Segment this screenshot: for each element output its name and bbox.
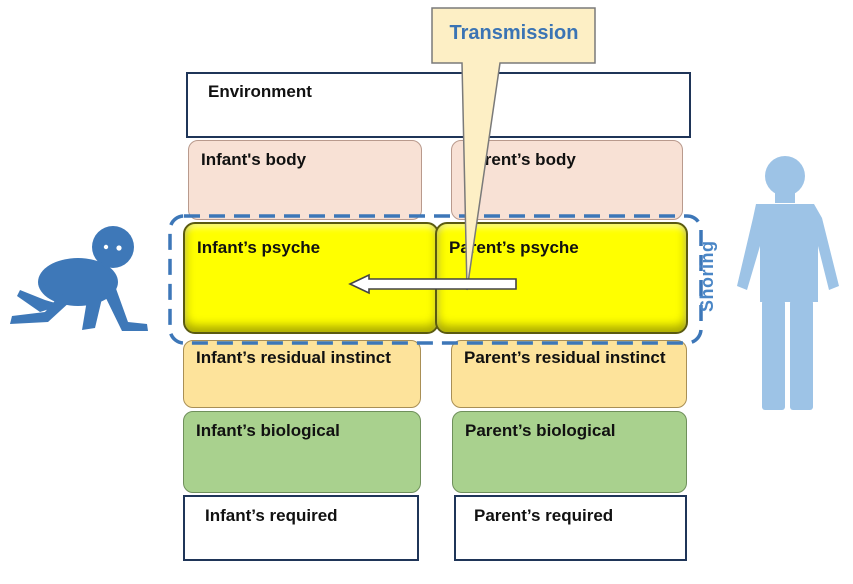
infant-psyche-label: Infant’s psyche (197, 238, 321, 257)
infant-body-label: Infant's body (201, 150, 307, 169)
infant-psyche-box: Infant’s psyche (183, 222, 439, 334)
infant-biological-box: Infant’s biological (183, 411, 421, 493)
infant-biological-label: Infant’s biological (196, 421, 340, 440)
parent-residual-label: Parent’s residual instinct (464, 348, 666, 367)
parent-required-box: Parent’s required (454, 495, 687, 561)
transmission-callout (431, 7, 596, 291)
environment-label: Environment (208, 82, 312, 101)
crawling-baby-icon (10, 226, 148, 331)
parent-body-label: Parent’s body (464, 150, 576, 169)
infant-residual-label: Infant’s residual instinct (196, 348, 391, 367)
infant-body-box: Infant's body (188, 140, 422, 220)
parent-biological-label: Parent’s biological (465, 421, 616, 440)
standing-person-icon (737, 156, 839, 410)
infant-required-label: Infant’s required (205, 506, 338, 525)
transmission-label: Transmission (449, 22, 579, 44)
shoring-dashed-box (168, 214, 703, 345)
parent-biological-box: Parent’s biological (452, 411, 687, 493)
parent-psyche-label: Parent’s psyche (449, 238, 579, 257)
parent-body-box: Parent’s body (451, 140, 683, 220)
parent-psyche-box: Parent’s psyche (435, 222, 688, 334)
infant-required-box: Infant’s required (183, 495, 419, 561)
parent-required-label: Parent’s required (474, 506, 614, 525)
infant-residual-box: Infant’s residual instinct (183, 340, 421, 408)
environment-box: Environment (186, 72, 691, 138)
shoring-label: Shoring (697, 240, 717, 313)
parent-residual-box: Parent’s residual instinct (451, 340, 687, 408)
left-arrow-icon (348, 273, 517, 295)
